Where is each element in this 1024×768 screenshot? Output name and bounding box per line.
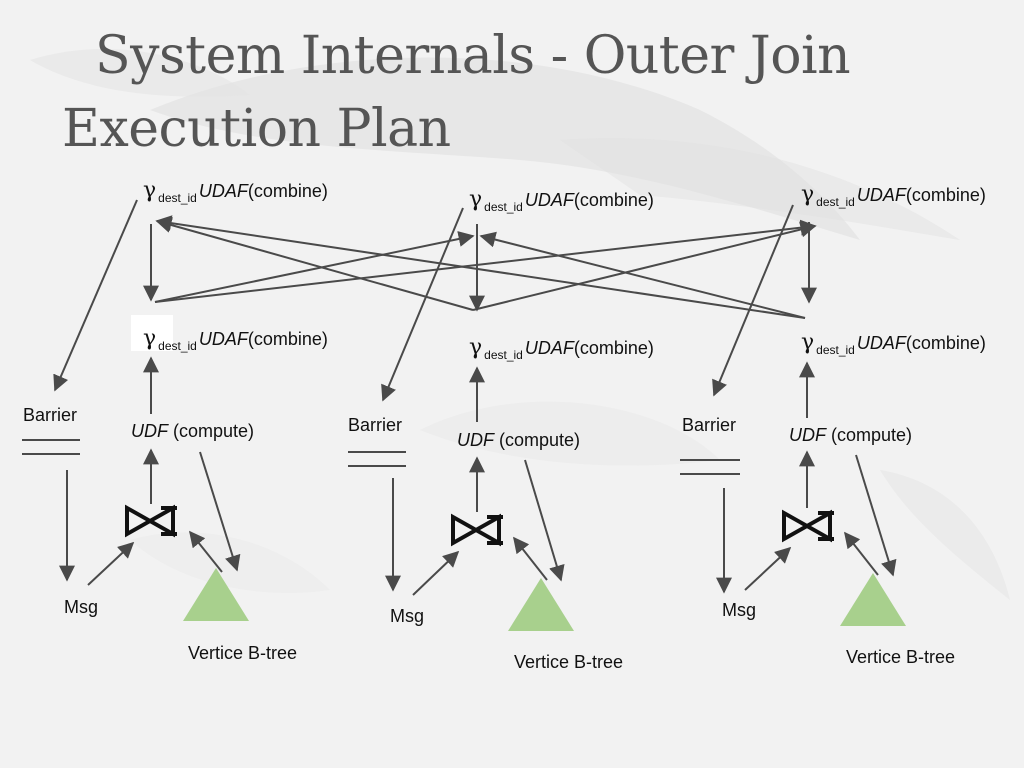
subscript: dest_id — [816, 343, 855, 357]
arrow-shuffle-3-to-2 — [479, 231, 806, 319]
subscript: dest_id — [158, 339, 197, 353]
msg-label-3: Msg — [722, 600, 757, 620]
subscript: dest_id — [484, 200, 523, 214]
udaf-label: UDAF — [856, 185, 906, 205]
udf-compute-3: UDF (compute) — [789, 425, 912, 447]
join-icon-1 — [125, 504, 175, 538]
arrow-msg-to-join-1 — [87, 541, 135, 586]
arrow-shuffle-2-to-1 — [155, 217, 474, 311]
btree-label-1: Vertice B-tree — [188, 643, 298, 663]
udf-label: UDF — [131, 421, 168, 441]
combine-label: (combine) — [573, 190, 654, 210]
combine-label: (combine) — [247, 329, 328, 349]
gamma-symbol: γ — [469, 335, 483, 360]
udf-compute-2: UDF (compute) — [457, 430, 580, 452]
arrow-combine-to-barrier-1 — [53, 199, 138, 392]
udaf-label: UDAF — [524, 190, 574, 210]
msg-label-1: Msg — [64, 597, 99, 617]
btree-triangle-1 — [183, 568, 249, 621]
udaf-label: UDAF — [524, 338, 574, 358]
arrow-combine-to-barrier-3 — [712, 204, 794, 397]
join-icon-2-outer — [487, 515, 503, 545]
udaf-label: UDAF — [198, 181, 248, 201]
arrow-udf-to-btree-1 — [199, 451, 241, 572]
btree-triangle-2 — [508, 578, 574, 631]
title-line-1: System Internals - Outer Join — [95, 26, 851, 86]
join-icon-3-outer — [818, 511, 834, 541]
compute-label: (compute) — [831, 425, 913, 445]
arrow-shuffle-1-to-2 — [154, 231, 475, 303]
arrow-shuffle-3-to-1 — [155, 215, 806, 319]
join-icon-2 — [451, 513, 501, 547]
arrow-btree-to-join-1 — [189, 530, 223, 573]
highlight-box — [131, 315, 173, 351]
subscript: dest_id — [816, 195, 855, 209]
msg-label-2: Msg — [390, 606, 425, 626]
barrier-label-3: Barrier — [682, 415, 737, 435]
btree-label-2: Vertice B-tree — [514, 652, 624, 672]
gamma-symbol: γ — [801, 330, 815, 355]
barrier-label-2: Barrier — [348, 415, 403, 435]
gamma-symbol: γ — [801, 182, 815, 207]
btree-label-3: Vertice B-tree — [846, 647, 956, 667]
arrow-btree-to-join-3 — [844, 531, 879, 576]
arrow-msg-to-join-2 — [412, 550, 460, 596]
arrow-udf-to-btree-2 — [524, 459, 565, 582]
title-line-2: Execution Plan — [62, 99, 451, 159]
udf-compute-1: UDF (compute) — [131, 421, 254, 443]
compute-label: (compute) — [499, 430, 581, 450]
udf-label: UDF — [457, 430, 494, 450]
gamma-symbol: γ — [143, 326, 157, 351]
arrow-udf-to-btree-3 — [855, 454, 897, 577]
arrow-msg-to-join-3 — [744, 546, 792, 591]
subscript: dest_id — [158, 191, 197, 205]
subscript: dest_id — [484, 348, 523, 362]
gamma-symbol: γ — [143, 178, 157, 203]
arrow-shuffle-1-to-3 — [154, 219, 817, 303]
join-icon-3 — [782, 509, 832, 543]
arrow-btree-to-join-2 — [513, 536, 548, 581]
join-icon-1-outer — [161, 506, 177, 536]
btree-triangle-3 — [840, 573, 906, 626]
udf-label: UDF — [789, 425, 826, 445]
arrow-shuffle-2-to-3 — [472, 221, 817, 311]
barrier-label-1: Barrier — [23, 405, 78, 425]
gamma-symbol: γ — [469, 187, 483, 212]
combine-label: (combine) — [573, 338, 654, 358]
combine-label: (combine) — [905, 333, 986, 353]
compute-label: (compute) — [173, 421, 255, 441]
udaf-label: UDAF — [198, 329, 248, 349]
combine-label: (combine) — [905, 185, 986, 205]
udaf-label: UDAF — [856, 333, 906, 353]
combine-label: (combine) — [247, 181, 328, 201]
